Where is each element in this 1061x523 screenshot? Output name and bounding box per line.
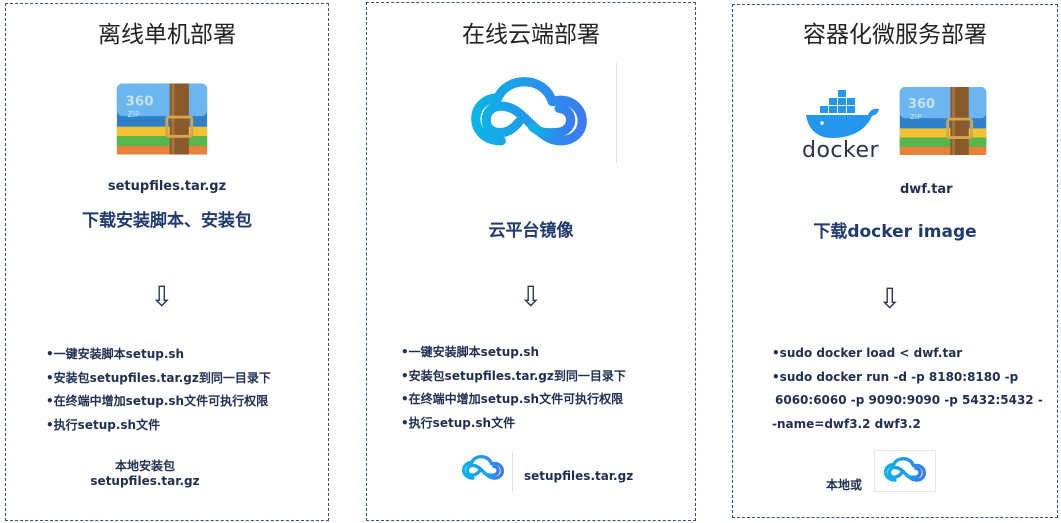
panel-container [732,4,1058,518]
action-label: 下载docker image [813,222,977,242]
panel-title: 离线单机部署 [98,22,236,48]
step-list: •sudo docker load < dwf.tar •sudo docker… [772,342,1043,436]
list-item: •执行setup.sh文件 [46,417,161,432]
action-label: 下载安装脚本、安装包 [82,211,252,231]
footer-file-label: setupfiles.tar.gz [524,469,634,483]
down-arrow-icon: ⇩ [150,280,174,313]
list-item: •一键安装脚本setup.sh [46,347,185,361]
file-label: setupfiles.tar.gz [107,179,227,194]
list-item: •执行setup.sh文件 [401,415,516,430]
step-list: •一键安装脚本setup.sh •安装包setupfiles.tar.gz到同一… [401,341,626,435]
panel-offline [5,3,329,521]
file-label: dwf.tar [900,182,953,197]
docker-text: docker [802,138,880,163]
divider [512,452,513,492]
cloud-icon [884,456,926,484]
footer-label: 本地或 [826,478,863,492]
panel-online [366,2,696,521]
list-item: •一键安装脚本setup.sh [401,345,540,359]
footer-label: 本地安装包 setupfiles.tar.gz [85,459,205,489]
list-item: 6060:6060 -p 9090:9090 -p 5432:5432 - [775,393,1043,407]
list-item: •在终端中增加setup.sh文件可执行权限 [46,394,269,408]
footer-line: 本地安装包 [114,459,175,473]
panel-title: 在线云端部署 [462,22,600,48]
action-label: 云平台镜像 [488,221,574,241]
list-item: •安装包setupfiles.tar.gz到同一目录下 [46,370,271,385]
archive-360-icon [114,78,210,160]
divider [616,63,617,163]
list-item: •sudo docker run -d -p 8180:8180 -p [772,369,1019,384]
panel-title: 容器化微服务部署 [803,22,987,48]
docker-whale-icon [802,90,884,140]
archive-360-icon [897,80,989,162]
list-item: •在终端中增加setup.sh文件可执行权限 [401,392,624,406]
down-arrow-icon: ⇩ [519,280,543,313]
down-arrow-icon: ⇩ [878,282,902,315]
cloud-icon [470,76,588,150]
list-item: •sudo docker load < dwf.tar [772,346,963,360]
step-list: •一键安装脚本setup.sh •安装包setupfiles.tar.gz到同一… [46,343,271,437]
footer-line: setupfiles.tar.gz [90,474,200,488]
cloud-icon [462,454,504,482]
list-item: •安装包setupfiles.tar.gz到同一目录下 [401,368,626,383]
list-item: -name=dwf3.2 dwf3.2 [772,416,921,431]
